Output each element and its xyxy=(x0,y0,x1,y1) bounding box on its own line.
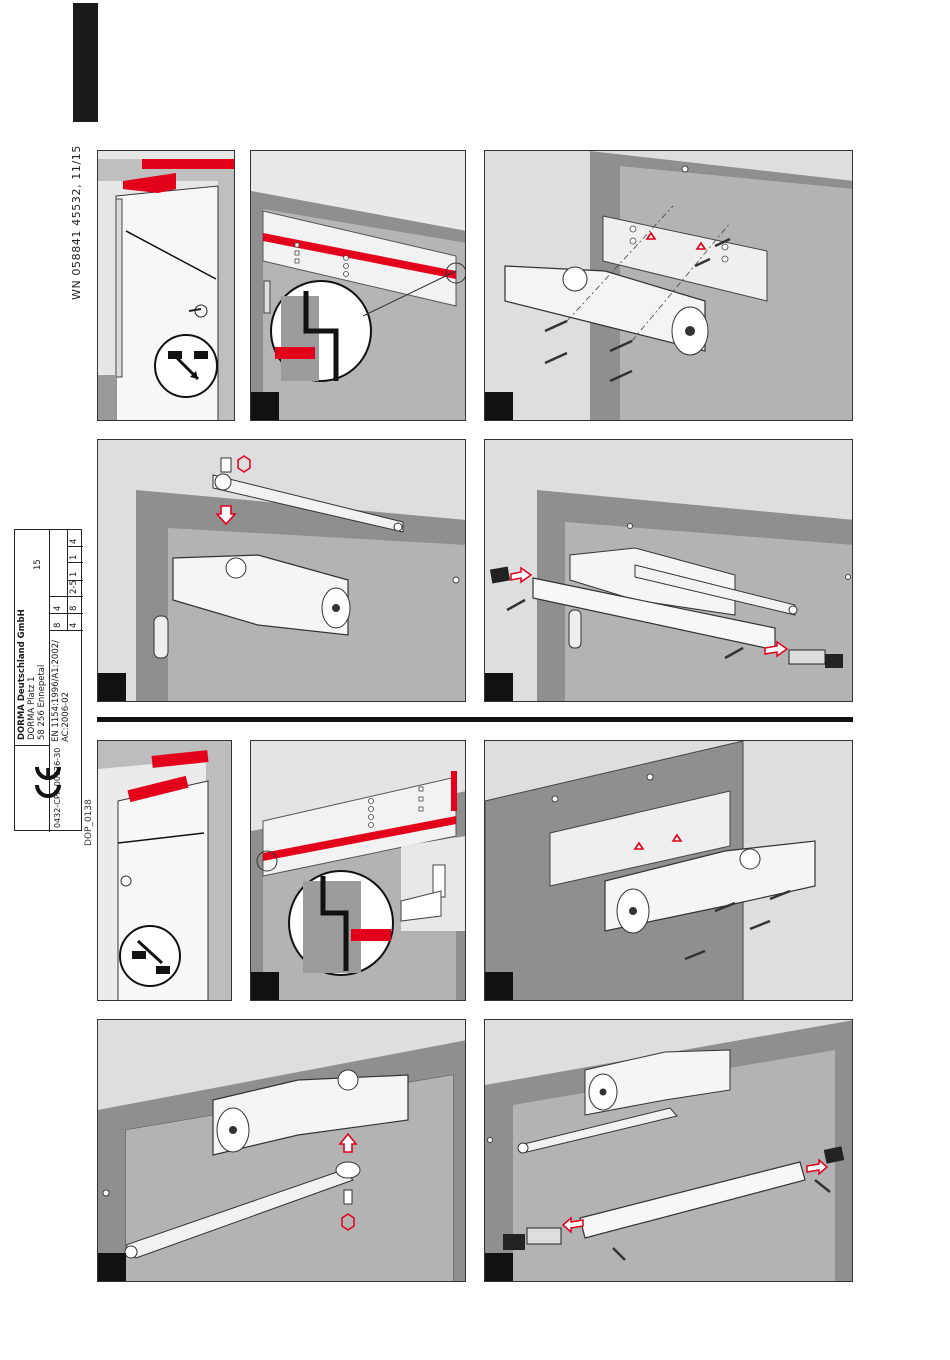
step-number-box xyxy=(485,673,513,701)
step-number-box xyxy=(485,1253,513,1281)
step-5a-door-measure xyxy=(97,740,232,1001)
cert-code-8: 8 xyxy=(53,623,63,628)
address-line-2: 58 256 Ennepetal xyxy=(37,665,47,740)
step-number-box xyxy=(251,392,279,420)
cert-code-3: 1 xyxy=(69,572,79,577)
standard-line-1: EN 1154:1996/A1:2002/ xyxy=(51,640,61,742)
certification-block: 15 4 1 1 2-5 8 4 4 8 DORMA Deutschland G… xyxy=(14,529,82,831)
cert-code-6: 4 xyxy=(69,623,79,628)
step-3-attach-arm xyxy=(97,439,466,702)
step-1b-template-detail xyxy=(250,150,466,421)
cert-code-1: 4 xyxy=(69,539,79,544)
section-divider xyxy=(97,717,853,722)
cert-code-2: 1 xyxy=(69,555,79,560)
step-number-box xyxy=(98,673,126,701)
document-number: WN 058841 45532, 11/15 xyxy=(70,145,83,300)
step-number-box xyxy=(485,392,513,420)
step-7-attach-arm xyxy=(97,1019,466,1282)
ce-mark-icon xyxy=(23,756,73,806)
cert-year: 15 xyxy=(33,559,43,570)
step-4-fit-cover xyxy=(484,439,853,702)
step-5b-template-detail xyxy=(250,740,466,1001)
step-number-box xyxy=(485,972,513,1000)
manufacturer-name: DORMA Deutschland GmbH xyxy=(17,609,27,740)
cert-code-4: 2-5 xyxy=(69,580,79,594)
step-6-mount-closer xyxy=(484,740,853,1001)
cert-code-7: 4 xyxy=(53,606,63,611)
step-8-fit-cover xyxy=(484,1019,853,1282)
address-line-1: DORMA Platz 1 xyxy=(27,676,37,740)
standard-line-2: AC:2006-02 xyxy=(61,692,71,742)
step-2-mount-closer xyxy=(484,150,853,421)
step-number-box xyxy=(98,1253,126,1281)
section-tab xyxy=(73,3,98,122)
step-number-box xyxy=(251,972,279,1000)
cert-code-5: 8 xyxy=(69,606,79,611)
step-1a-door-measure xyxy=(97,150,235,421)
drawing-reference: DOP_0138 xyxy=(84,799,94,846)
